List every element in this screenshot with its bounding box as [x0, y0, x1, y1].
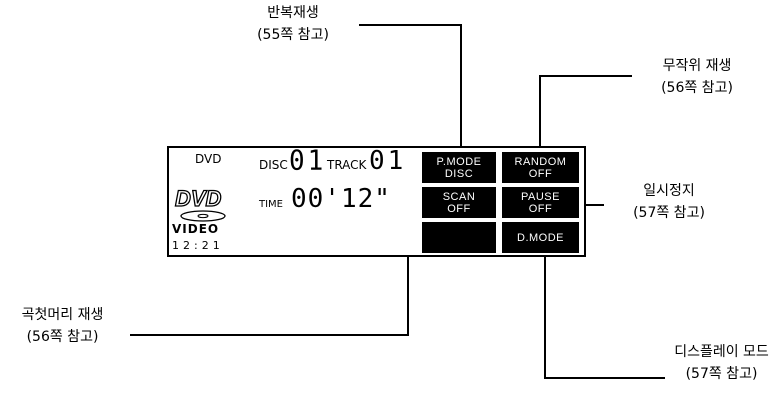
callout-title: 일시정지 [643, 183, 695, 199]
scan-button[interactable]: SCAN OFF [422, 187, 496, 218]
leader-display [544, 247, 665, 379]
display-panel: DVD DISC 01 TRACK 01 DVD TIME 00'12" VID… [167, 145, 586, 257]
blank-button[interactable] [422, 222, 496, 253]
svg-text:DVD: DVD [175, 186, 222, 211]
button-label: D.MODE [517, 231, 564, 244]
callout-page-ref: (55쪽 참고) [257, 27, 329, 43]
d-mode-button[interactable]: D.MODE [502, 222, 579, 253]
dvd-source-label: DVD [195, 152, 222, 166]
random-button[interactable]: RANDOM OFF [502, 152, 579, 183]
pause-button[interactable]: PAUSE OFF [502, 187, 579, 218]
button-label: RANDOM [514, 155, 567, 168]
callout-title: 무작위 재생 [662, 58, 732, 74]
callout-pause: 일시정지 (57쪽 참고) [604, 180, 734, 224]
button-state: DISC [444, 167, 474, 180]
callout-intro-scan: 곡첫머리 재생 (56쪽 참고) [0, 304, 125, 348]
leader-random [539, 75, 632, 151]
callout-title: 곡첫머리 재생 [21, 307, 104, 323]
button-label: PAUSE [521, 190, 560, 203]
callout-page-ref: (57쪽 참고) [633, 205, 705, 221]
button-state: OFF [528, 202, 553, 215]
callout-random-play: 무작위 재생 (56쪽 참고) [632, 55, 762, 99]
disc-label: DISC [259, 158, 288, 172]
disc-number: 01 [289, 145, 327, 177]
track-label: TRACK [327, 158, 367, 172]
p-mode-button[interactable]: P.MODE DISC [422, 152, 496, 183]
dvd-video-logo-icon: DVD [174, 185, 226, 222]
track-number: 01 [369, 146, 407, 176]
callout-repeat-play: 반복재생 (55쪽 참고) [228, 2, 358, 46]
clock-readout: 12:21 [172, 239, 224, 252]
time-label: TIME [259, 199, 284, 210]
callout-page-ref: (57쪽 참고) [685, 366, 758, 382]
callout-page-ref: (56쪽 참고) [26, 329, 99, 345]
button-state: OFF [447, 202, 471, 215]
callout-title: 반복재생 [267, 5, 319, 21]
button-label: P.MODE [436, 155, 482, 168]
video-label: VIDEO [172, 222, 220, 236]
callout-display-mode: 디스플레이 모드 (57쪽 참고) [665, 341, 778, 385]
elapsed-time: 00'12" [291, 184, 391, 214]
leader-repeat [359, 24, 462, 151]
callout-page-ref: (56쪽 참고) [661, 80, 733, 96]
button-label: SCAN [442, 190, 476, 203]
button-state: OFF [528, 167, 553, 180]
callout-title: 디스플레이 모드 [674, 344, 769, 360]
